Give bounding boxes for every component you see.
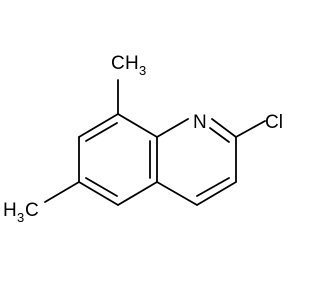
bond-c3-c4 — [196, 181, 237, 206]
bond-c8a-n1 — [156, 118, 189, 138]
bond-c4a-c5 — [117, 181, 158, 206]
methyl-top-subscript: 3 — [139, 63, 146, 78]
bond-c6-methyl — [44, 181, 80, 203]
structure-diagram: N Cl C H 3 H 3 C — [3, 53, 283, 225]
bond-c7-c8 — [78, 113, 119, 138]
bond-c4-c4a — [156, 181, 198, 206]
bond-c2-cl — [235, 120, 266, 138]
bond-c8-c8a — [117, 113, 158, 138]
methyl-left-c: C — [25, 200, 39, 221]
methyl-top-c: C — [111, 53, 125, 74]
bond-c5-c6 — [78, 181, 119, 206]
methyl-left-subscript: 3 — [17, 210, 24, 225]
atom-cl-label: Cl — [265, 112, 283, 133]
bond-c7-c8-inner — [85, 122, 118, 142]
bond-n1-c2 — [211, 118, 237, 138]
bond-n1-c2-inner — [209, 127, 230, 143]
bond-c5-c6-inner — [85, 177, 118, 197]
methyl-top-h: H — [125, 53, 139, 74]
atom-n1-label: N — [193, 112, 207, 133]
bond-c3-c4-inner — [196, 177, 230, 197]
methyl-left-h: H — [3, 200, 17, 221]
